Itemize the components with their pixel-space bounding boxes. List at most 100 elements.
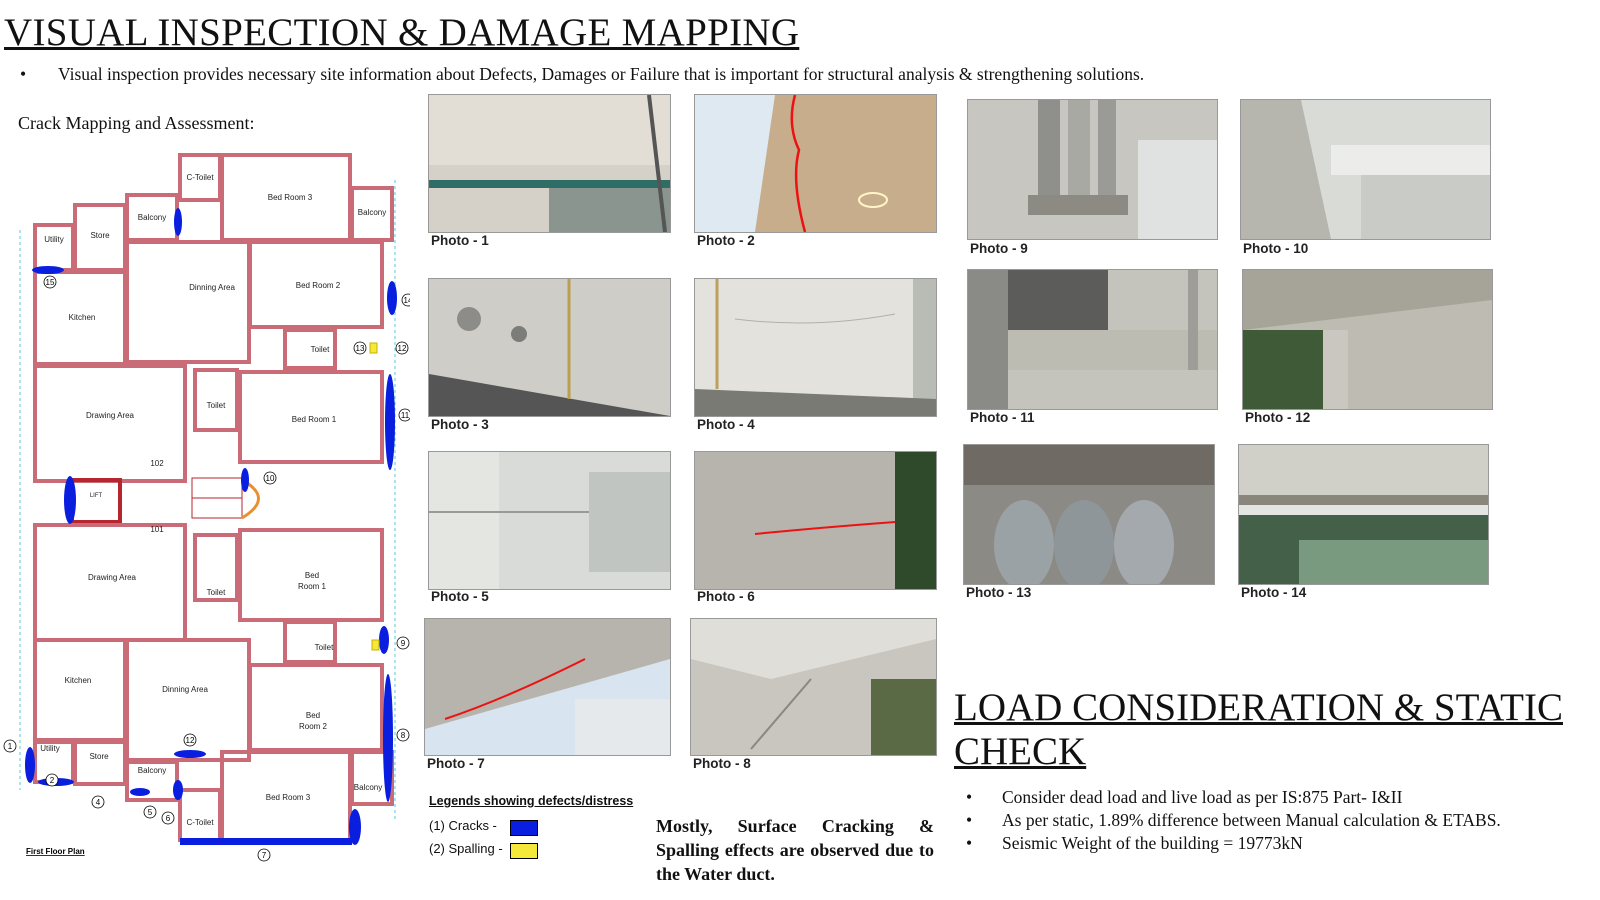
svg-text:14: 14 bbox=[404, 296, 410, 305]
svg-text:15: 15 bbox=[46, 278, 55, 287]
room-label: Balcony bbox=[138, 766, 166, 775]
photo-caption: Photo - 13 bbox=[966, 585, 1032, 600]
photo-14 bbox=[1238, 444, 1489, 585]
load-consideration-list: Consider dead load and live load as per … bbox=[966, 786, 1566, 855]
photo-5 bbox=[428, 451, 671, 590]
wall-toilet-mid-top bbox=[193, 368, 239, 432]
photo-caption: Photo - 4 bbox=[697, 417, 755, 432]
photo-caption: Photo - 9 bbox=[970, 241, 1028, 256]
photo-12 bbox=[1242, 269, 1493, 410]
room-label: Bed Room 3 bbox=[266, 793, 311, 802]
room-label: Balcony bbox=[138, 213, 166, 222]
svg-text:5: 5 bbox=[148, 808, 153, 817]
photo-6 bbox=[694, 451, 937, 590]
legend-title: Legends showing defects/distress bbox=[429, 794, 634, 808]
photo-1 bbox=[428, 94, 671, 233]
photo-caption: Photo - 3 bbox=[431, 417, 489, 432]
room-label: Dinning Area bbox=[189, 283, 235, 292]
wall-store-bottom bbox=[73, 740, 127, 786]
section2-title-line1: LOAD CONSIDERATION & STATIC bbox=[954, 686, 1563, 729]
room-label: Dinning Area bbox=[162, 685, 208, 694]
photo-11 bbox=[967, 269, 1218, 410]
intro-text: Visual inspection provides necessary sit… bbox=[58, 64, 1145, 84]
photo-caption: Photo - 1 bbox=[431, 233, 489, 248]
svg-text:12: 12 bbox=[398, 344, 407, 353]
room-label: Bed bbox=[306, 711, 320, 720]
photo-caption: Photo - 11 bbox=[970, 410, 1035, 425]
room-label: Bed Room 2 bbox=[296, 281, 341, 290]
wall-lift bbox=[70, 478, 122, 524]
svg-text:2: 2 bbox=[50, 776, 55, 785]
room-label: Room 2 bbox=[299, 722, 328, 731]
photo-caption: Photo - 12 bbox=[1245, 410, 1311, 425]
spalling-marks bbox=[369, 342, 380, 651]
crack-marks bbox=[25, 208, 397, 845]
photo-10 bbox=[1240, 99, 1491, 240]
list-item: As per static, 1.89% difference between … bbox=[966, 809, 1566, 832]
wall-kitchen-bottom bbox=[33, 638, 127, 742]
room-label: Toilet bbox=[207, 401, 226, 410]
room-label: Store bbox=[90, 231, 110, 240]
wall-bedroom2-top bbox=[248, 240, 384, 329]
room-label: Toilet bbox=[207, 588, 226, 597]
room-label: Balcony bbox=[358, 208, 386, 217]
room-label: Bed bbox=[305, 571, 319, 580]
room-label: Bed Room 3 bbox=[268, 193, 313, 202]
photo-13 bbox=[963, 444, 1215, 585]
section2-title-line2: CHECK bbox=[954, 730, 1087, 773]
photo-caption: Photo - 5 bbox=[431, 589, 489, 604]
room-label: Store bbox=[89, 752, 109, 761]
photo-3 bbox=[428, 278, 671, 417]
list-item: Seismic Weight of the building = 19773kN bbox=[966, 832, 1566, 855]
room-label: Kitchen bbox=[65, 676, 92, 685]
room-label: Utility bbox=[40, 744, 60, 753]
svg-text:12: 12 bbox=[186, 736, 195, 745]
staircase bbox=[191, 477, 243, 519]
room-label: 101 bbox=[150, 525, 164, 534]
room-label: Room 1 bbox=[298, 582, 327, 591]
svg-text:8: 8 bbox=[401, 731, 406, 740]
grid-lines bbox=[19, 180, 396, 820]
list-item: Consider dead load and live load as per … bbox=[966, 786, 1566, 809]
wall-dinning-top bbox=[125, 240, 251, 364]
photo-caption: Photo - 6 bbox=[697, 589, 755, 604]
wall-toilet-top bbox=[283, 328, 337, 370]
photo-2 bbox=[694, 94, 937, 233]
room-label: C-Toilet bbox=[186, 173, 214, 182]
intro-bullet: • Visual inspection provides necessary si… bbox=[20, 64, 1144, 85]
section2-title: LOAD CONSIDERATION & STATIC CHECK bbox=[954, 686, 1594, 774]
room-label: Toilet bbox=[315, 643, 334, 652]
photo-4 bbox=[694, 278, 937, 417]
photo-7 bbox=[424, 618, 671, 756]
wall-bedroom2-bottom bbox=[248, 663, 384, 752]
wall-bedroom1-top bbox=[238, 370, 384, 464]
svg-text:7: 7 bbox=[262, 851, 267, 860]
crack-mapping-label: Crack Mapping and Assessment: bbox=[18, 113, 255, 133]
page-title: VISUAL INSPECTION & DAMAGE MAPPING bbox=[4, 11, 800, 54]
room-label: Drawing Area bbox=[86, 411, 135, 420]
room-label: Drawing Area bbox=[88, 573, 137, 582]
photo-caption: Photo - 10 bbox=[1243, 241, 1309, 256]
wall-drawing-bottom bbox=[33, 523, 187, 642]
svg-text:13: 13 bbox=[356, 344, 365, 353]
svg-text:6: 6 bbox=[166, 814, 171, 823]
observation-note: Mostly, Surface Cracking & Spalling effe… bbox=[656, 816, 934, 884]
wall-toilet-mid-bottom bbox=[193, 533, 239, 602]
room-label: Toilet bbox=[311, 345, 330, 354]
room-label: Utility bbox=[44, 235, 64, 244]
room-label: 102 bbox=[150, 459, 164, 468]
photo-caption: Photo - 8 bbox=[693, 756, 751, 771]
photo-9 bbox=[967, 99, 1218, 240]
legend-spalling-label: (2) Spalling - bbox=[429, 841, 503, 856]
photo-caption: Photo - 7 bbox=[427, 756, 485, 771]
wall-toilet-bottom bbox=[283, 620, 337, 664]
photo-caption: Photo - 2 bbox=[697, 233, 755, 248]
legend-spalling-swatch bbox=[510, 843, 538, 859]
room-label: Balcony bbox=[354, 783, 382, 792]
svg-text:9: 9 bbox=[401, 639, 406, 648]
svg-text:1: 1 bbox=[8, 742, 13, 751]
svg-text:10: 10 bbox=[266, 474, 275, 483]
bullet-dot: • bbox=[20, 64, 27, 84]
floor-plan: C-Toilet Bed Room 3 Balcony Balcony Util… bbox=[3, 153, 410, 862]
legend-cracks-label: (1) Cracks - bbox=[429, 818, 497, 833]
